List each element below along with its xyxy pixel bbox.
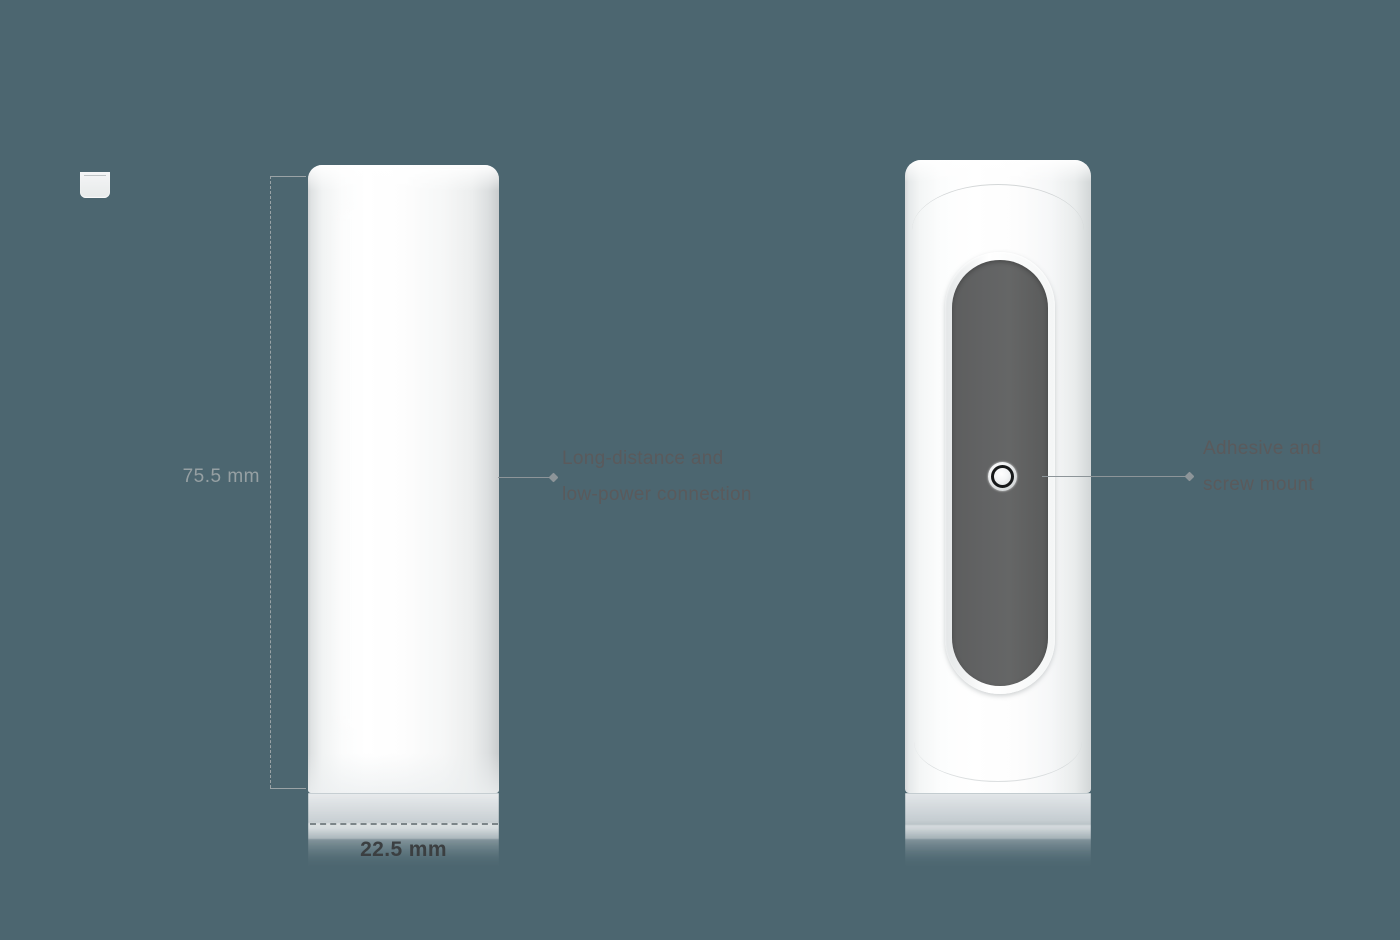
device-front-view: [308, 165, 499, 793]
device-front-top-rim: [314, 169, 493, 170]
mount-leader-line: [1042, 471, 1195, 482]
mount-annotation-line-2: screw mount: [1203, 474, 1315, 495]
device-front-reflection: [308, 793, 499, 871]
connection-annotation: Long-distance and low-power connection: [562, 441, 752, 513]
connection-annotation-line-2: low-power connection: [562, 484, 752, 505]
back-plate-bottom-seam: [914, 742, 1082, 782]
device-back-reflection: [905, 793, 1091, 871]
device-front-highlight: [330, 205, 386, 733]
mount-tab: [80, 172, 110, 198]
back-plate-top-seam: [912, 184, 1084, 230]
device-front-bottom-shade: [308, 753, 499, 793]
reflection-band: [905, 825, 1091, 839]
connection-annotation-line-1: Long-distance and: [562, 448, 724, 469]
screw-mount-hole-icon: [988, 462, 1017, 491]
mount-tab-seam: [84, 175, 106, 176]
reflection-band: [308, 823, 499, 839]
height-dimension-line: [270, 176, 271, 788]
device-back-top-cap: [905, 160, 1091, 182]
arrow-marker-icon: [548, 472, 559, 483]
width-dimension-label: 22.5 mm: [360, 838, 447, 861]
height-dimension-tick-top: [270, 176, 306, 177]
connection-leader-line: [498, 472, 559, 483]
mount-annotation: Adhesive and screw mount: [1203, 431, 1322, 503]
arrow-marker-icon: [1184, 471, 1195, 482]
height-dimension-tick-bottom: [270, 788, 306, 789]
height-dimension-label: 75.5 mm: [182, 466, 260, 487]
width-dimension-line: [310, 823, 498, 825]
mount-annotation-line-1: Adhesive and: [1203, 438, 1322, 459]
